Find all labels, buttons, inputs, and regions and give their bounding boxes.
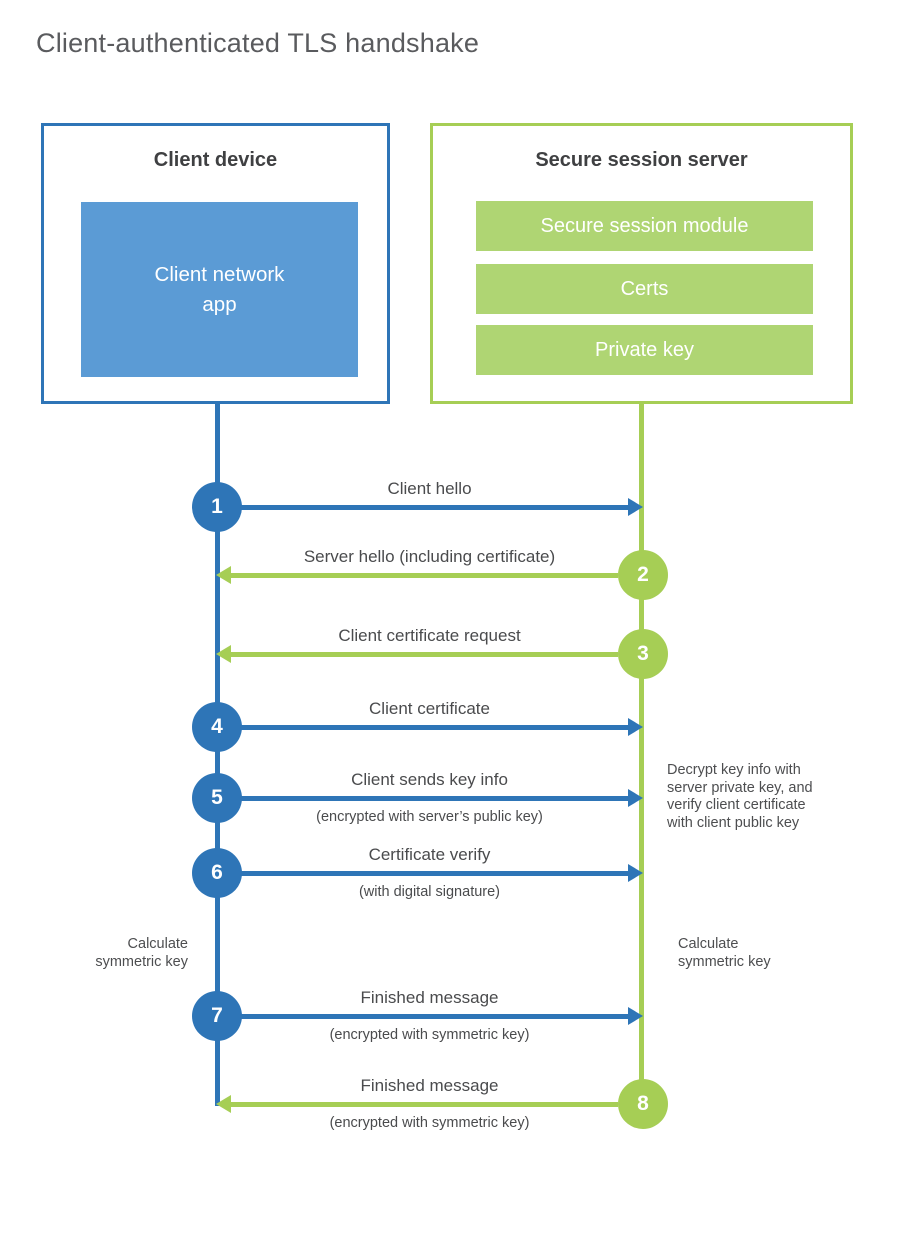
step-4-badge: 4 [192,702,242,752]
step-6-badge: 6 [192,848,242,898]
step-6-arrow [241,870,630,876]
page-title: Client-authenticated TLS handshake [36,28,480,58]
step-7-sub: (encrypted with symmetric key) [329,1027,530,1043]
calculate-symmetric-key-left: Calculate symmetric key [48,936,188,971]
step-8-badge: 8 [618,1079,668,1129]
step-3-badge: 3 [618,629,668,679]
step-1-arrowhead-icon [628,498,643,516]
step-4-label: Client certificate [369,699,490,718]
step-7-badge: 7 [192,991,242,1041]
decrypt-key-note-line: Decrypt key info with [667,762,801,778]
certs-box: Certs [476,264,813,314]
secure-session-server-box: Secure session server Secure session mod… [430,123,853,404]
decrypt-key-note-line: server private key, and [667,779,813,796]
calc-right-line: symmetric key [678,953,771,970]
step-5-arrow [241,795,630,801]
step-2-arrow [229,572,618,578]
step-4-arrow [241,724,630,730]
step-5-label: Client sends key info [351,770,508,789]
step-7-arrowhead-icon [628,1007,643,1025]
secure-session-server-title: Secure session server [535,149,748,171]
step-6-sub: (with digital signature) [358,884,501,900]
calc-left-line: Calculate [127,936,188,952]
step-5-sub: (encrypted with server’s public key) [316,809,543,825]
secure-session-module-box: Secure session module [476,201,813,251]
step-2-badge: 2 [618,550,668,600]
step-8-label: Finished message [360,1076,499,1095]
step-3-arrow [229,651,618,657]
decrypt-key-note-line: verify client certificate [667,797,806,813]
step-7-label: Finished message [360,988,499,1007]
step-3-label: Client certificate request [338,626,521,645]
step-8-arrow [229,1101,618,1107]
step-6-label: Certificate verify [368,845,491,864]
step-3-arrowhead-icon [216,645,231,663]
calc-right-line: Calculate [678,936,739,952]
step-1-badge: 1 [192,482,242,532]
step-5-badge: 5 [192,773,242,823]
step-2-label: Server hello (including certificate) [303,547,556,566]
calc-left-line: symmetric key [95,953,188,970]
client-network-app-label: Client network app [154,262,285,316]
step-6-arrowhead-icon [628,864,643,882]
server-lifeline [639,404,644,1104]
step-7-arrow [241,1013,630,1019]
step-5-arrowhead-icon [628,789,643,807]
decrypt-key-note-line: with client public key [667,814,800,831]
step-8-arrowhead-icon [216,1095,231,1113]
decrypt-key-note: Decrypt key info with server private key… [667,762,837,832]
step-4-arrowhead-icon [628,718,643,736]
private-key-box: Private key [476,325,813,375]
calculate-symmetric-key-right: Calculate symmetric key [678,936,818,971]
client-device-box: Client device Client network app [41,123,390,404]
client-lifeline [215,404,220,1106]
step-1-arrow [241,504,630,510]
step-8-sub: (encrypted with symmetric key) [329,1115,530,1131]
client-network-app-module: Client network app [81,202,358,377]
step-1-label: Client hello [387,479,472,498]
step-2-arrowhead-icon [216,566,231,584]
client-device-title: Client device [153,149,278,171]
